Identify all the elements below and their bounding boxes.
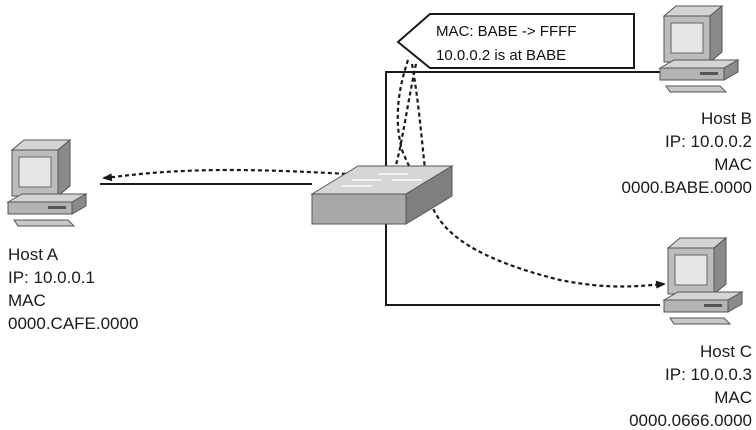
host-b-computer-icon bbox=[660, 6, 738, 92]
callout-line-1: MAC: BABE -> FFFF bbox=[436, 23, 576, 40]
host-c-mac: 0000.0666.0000 bbox=[629, 411, 752, 430]
host-b-name: Host B bbox=[701, 109, 752, 128]
host-b-mac: 0000.BABE.0000 bbox=[622, 178, 752, 197]
arp-callout: MAC: BABE -> FFFF 10.0.0.2 is at BABE bbox=[398, 14, 634, 68]
arp-path-from-callout bbox=[398, 60, 416, 178]
network-switch-icon bbox=[312, 166, 452, 224]
host-c-label: Host C IP: 10.0.0.3 MAC 0000.0666.0000 bbox=[629, 342, 752, 430]
link-switch-to-host-b bbox=[386, 72, 660, 166]
host-b-label: Host B IP: 10.0.0.2 MAC 0000.BABE.0000 bbox=[622, 109, 752, 197]
host-b-mac-label: MAC bbox=[714, 155, 752, 174]
host-c-ip: IP: 10.0.0.3 bbox=[665, 365, 752, 384]
link-switch-to-host-c bbox=[386, 222, 660, 305]
host-a-mac-label: MAC bbox=[8, 291, 46, 310]
host-a-name: Host A bbox=[8, 245, 59, 264]
host-c-computer-icon bbox=[664, 238, 742, 324]
callout-line-2: 10.0.0.2 is at BABE bbox=[436, 47, 566, 64]
host-c-name: Host C bbox=[700, 342, 752, 361]
arp-path-to-host-a bbox=[104, 64, 416, 178]
host-b-ip: IP: 10.0.0.2 bbox=[665, 132, 752, 151]
host-a-computer-icon bbox=[8, 140, 86, 226]
host-a-mac: 0000.CAFE.0000 bbox=[8, 314, 138, 333]
host-c-mac-label: MAC bbox=[714, 388, 752, 407]
host-a-label: Host A IP: 10.0.0.1 MAC 0000.CAFE.0000 bbox=[8, 245, 138, 333]
host-a-ip: IP: 10.0.0.1 bbox=[8, 268, 95, 287]
